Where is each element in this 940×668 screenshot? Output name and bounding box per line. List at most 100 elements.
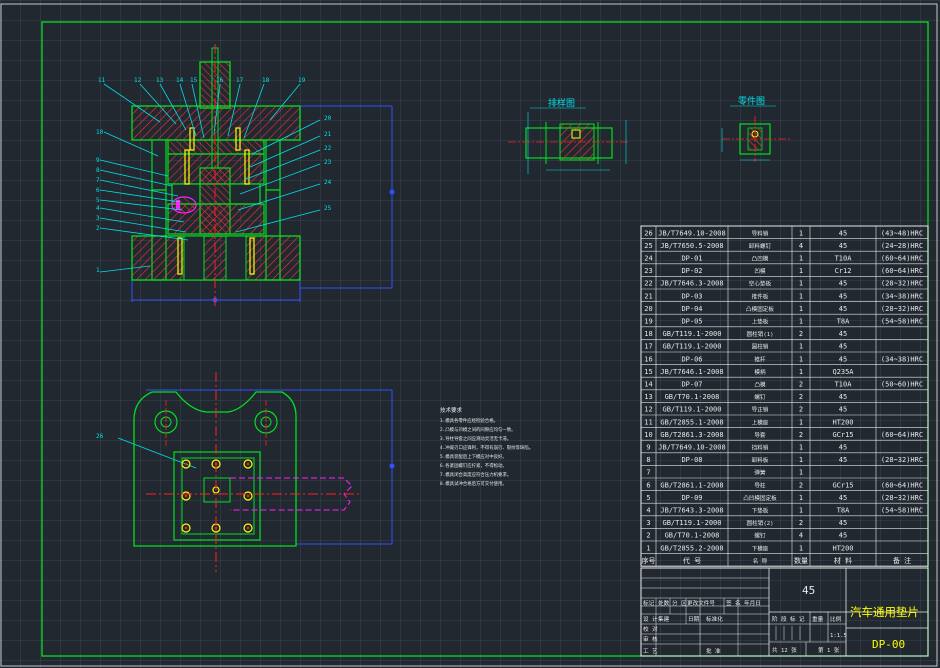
- bom-cell-name: 上垫板: [752, 318, 769, 326]
- bom-cell-code: GB/T2861.1-2008: [660, 481, 723, 489]
- tech-requirement-line: 3.导柱导套之间应滑动灵活无卡滞。: [440, 435, 511, 442]
- leader-number: 10: [96, 129, 104, 136]
- bom-cell-code: JB/T7643.3-2008: [660, 507, 723, 515]
- tech-requirement-line: 7.模具闭合高度应符合压力机要求。: [440, 471, 511, 478]
- bom-cell-material: 45: [839, 494, 847, 502]
- tech-requirement-line: 8.模具试冲合格后方可交付使用。: [440, 480, 507, 487]
- bom-cell-no: 24: [644, 255, 652, 263]
- part-drawing-view[interactable]: 零件图: [721, 95, 790, 162]
- bom-cell-material: 45: [839, 519, 847, 527]
- bom-cell-code: GB/T2855.2-2008: [660, 544, 723, 552]
- title-block: 标记 处数 分 区 更改文件号 签 名 年月日 设 计 集建 日期 标准化 校 …: [640, 567, 929, 657]
- tech-requirement-line: 1.模具各零件应经检验合格。: [440, 417, 498, 424]
- bom-cell-material: 45: [839, 456, 847, 464]
- bom-cell-no: 5: [646, 494, 650, 502]
- bom-cell-note: (43~48)HRC: [881, 229, 923, 237]
- bom-cell-material: T8A: [837, 507, 850, 515]
- strip-layout-view[interactable]: 排样图: [508, 97, 630, 174]
- leader-number: 5: [96, 197, 100, 204]
- sheet-number: 第 1 张: [818, 646, 840, 654]
- leader-number: 4: [96, 205, 100, 212]
- bom-cell-note: (60~64)HRC: [881, 267, 923, 275]
- bom-cell-code: GB/T119.1-2000: [662, 330, 721, 338]
- leader-number: 19: [298, 77, 306, 84]
- bom-cell-note: (34~38)HRC: [881, 355, 923, 363]
- bom-cell-qty: 1: [799, 456, 803, 464]
- bom-cell-code: JB/T7646.3-2008: [660, 280, 723, 288]
- bom-cell-qty: 1: [799, 255, 803, 263]
- bom-cell-qty: 2: [799, 393, 803, 401]
- bom-cell-no: 10: [644, 431, 652, 439]
- bom-cell-note: (24~28)HRC: [881, 242, 923, 250]
- bom-cell-qty: 1: [799, 343, 803, 351]
- tech-requirement-line: 2.凸模与凹模之间的间隙应均匀一致。: [440, 426, 516, 433]
- bom-cell-name: 凸凹模: [752, 255, 769, 263]
- leader-number: 3: [96, 215, 100, 222]
- bom-cell-qty: 2: [799, 519, 803, 527]
- stage-mark-header: 阶 段 标 记: [772, 615, 805, 623]
- bom-cell-qty: 1: [799, 267, 803, 275]
- leader-number: 20: [324, 115, 332, 122]
- bom-cell-material: 45: [839, 242, 847, 250]
- bom-cell-code: DP-08: [681, 456, 702, 464]
- bom-cell-no: 20: [644, 305, 652, 313]
- bom-cell-name: 下垫板: [752, 507, 769, 515]
- leader-number: 25: [324, 205, 332, 212]
- rev-header-mark: 标记: [643, 599, 655, 607]
- bom-cell-qty: 数量: [794, 556, 808, 565]
- leader-number: 9: [96, 157, 100, 164]
- bom-cell-qty: 1: [799, 292, 803, 300]
- bom-cell-no: 18: [644, 330, 652, 338]
- bom-cell-code: GB/T70.1-2008: [665, 532, 720, 540]
- leader-number: 14: [176, 77, 184, 84]
- bom-cell-name: 弹簧: [754, 469, 766, 477]
- outer-border: [0, 3, 938, 667]
- bom-cell-note: (54~58)HRC: [881, 318, 923, 326]
- bom-cell-material: 45: [839, 305, 847, 313]
- bom-cell-code: DP-04: [681, 305, 702, 313]
- bom-cell-code: JB/T7646.1-2008: [660, 368, 723, 376]
- bom-cell-code: DP-02: [681, 267, 702, 275]
- bom-cell-note: 备 注: [893, 556, 911, 565]
- bom-cell-no: 16: [644, 355, 652, 363]
- bom-cell-name: 推杆: [754, 355, 766, 363]
- bom-cell-material: 45: [839, 393, 847, 401]
- bom-cell-note: (60~64)HRC: [881, 431, 923, 439]
- bom-cell-no: 7: [646, 469, 650, 477]
- bom-cell-no: 4: [646, 507, 650, 515]
- plan-view[interactable]: [133, 372, 395, 572]
- drawing-number: DP-00: [872, 638, 905, 651]
- leader-number: 2: [96, 225, 100, 232]
- bom-cell-qty: 2: [799, 431, 803, 439]
- bom-cell-name: 导料销: [752, 229, 769, 237]
- bom-cell-note: (60~64)HRC: [881, 255, 923, 263]
- bom-cell-name: 卸料板: [752, 456, 769, 464]
- bom-cell-no: 21: [644, 292, 652, 300]
- bom-cell-name: 凸模固定板: [746, 305, 774, 313]
- bom-cell-no: 19: [644, 318, 652, 326]
- bom-cell-qty: 1: [799, 368, 803, 376]
- bom-cell-material: HT200: [832, 418, 853, 426]
- standardization-label: 标准化: [706, 615, 723, 623]
- bom-cell-name: 下模座: [752, 544, 769, 552]
- tech-requirement-line: 5.模具装配后上下模应对中良好。: [440, 453, 507, 460]
- bom-cell-code: DP-07: [681, 381, 702, 389]
- bom-cell-qty: 1: [799, 305, 803, 313]
- bom-cell-material: 45: [839, 406, 847, 414]
- leader-number: 1: [96, 267, 100, 274]
- bom-cell-name: 卸料螺钉: [749, 242, 772, 250]
- bom-cell-note: (28~32)HRC: [881, 280, 923, 288]
- rev-header-zone: 分 区: [672, 599, 687, 607]
- rev-header-sign: 签 名: [726, 599, 741, 607]
- assembly-section-view[interactable]: [131, 44, 395, 306]
- bom-cell-no: 15: [644, 368, 652, 376]
- bom-cell-name: 凹模: [754, 267, 766, 275]
- leader-number: 6: [96, 187, 100, 194]
- leader-number: 7: [96, 177, 100, 184]
- bom-cell-no: 13: [644, 393, 652, 401]
- scale-value: 1:1.5: [830, 633, 847, 639]
- leader-number: 16: [216, 77, 224, 84]
- leader-numbers: 11 12 13 14 15 16 17 18 19 10 9 8 7 6 5 …: [96, 77, 332, 440]
- bom-cell-code: JB/T7649.10-2008: [658, 444, 725, 452]
